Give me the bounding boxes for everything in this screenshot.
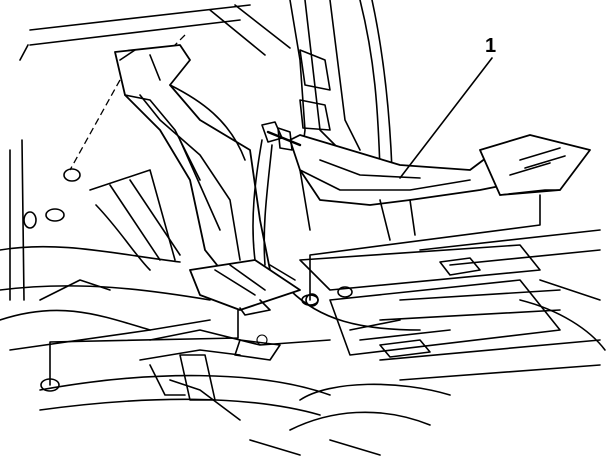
pillar-frame: [289, 0, 393, 231]
rear-air-duct: [114, 44, 301, 316]
floor-pan-structure: [0, 4, 606, 456]
linkage-assembly: [49, 121, 591, 386]
callout-1: 1: [399, 35, 496, 179]
callout-1-label: 1: [485, 35, 496, 57]
